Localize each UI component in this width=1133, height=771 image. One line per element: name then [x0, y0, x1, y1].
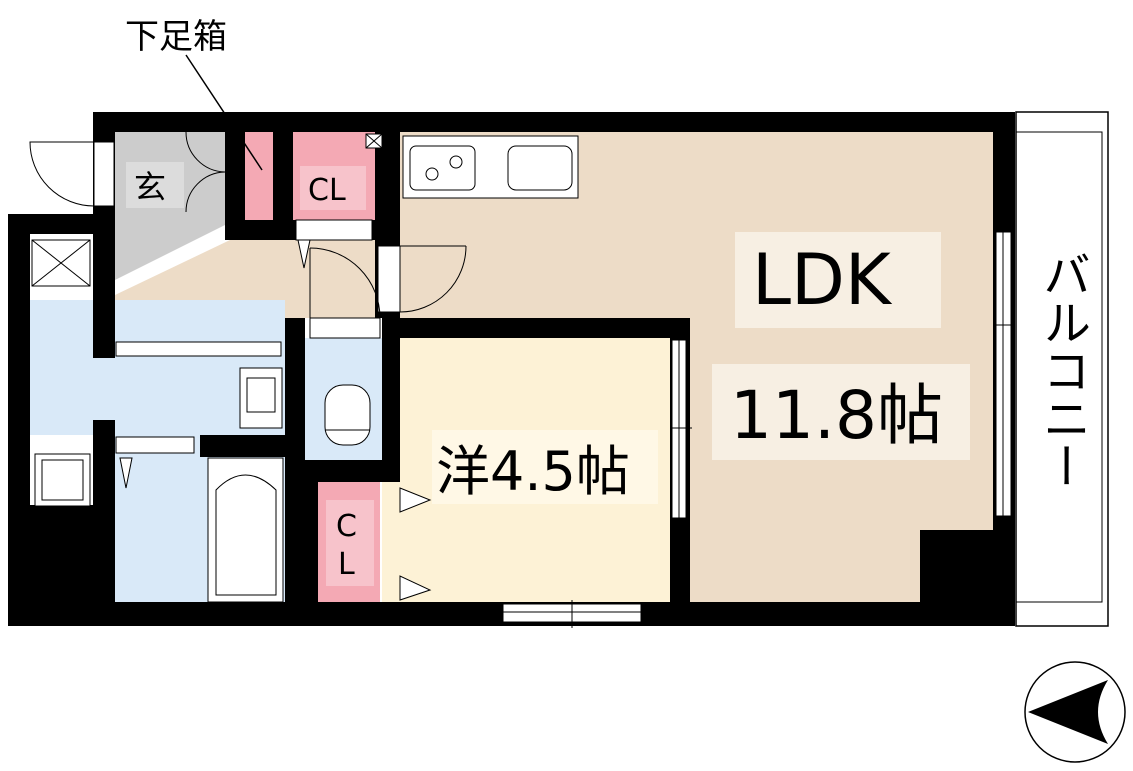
stove-icon — [409, 145, 476, 191]
closet-entrance-label: CL — [308, 173, 346, 208]
ldk-name-label: LDK — [752, 239, 893, 321]
kitchen-counter — [402, 135, 579, 199]
balcony — [1015, 111, 1109, 627]
western-room-label: 洋4.5帖 — [436, 440, 630, 503]
door-swings — [29, 131, 467, 319]
shoe-cabinet-annotation: 下足箱 — [125, 17, 227, 57]
closet-entrance-label-bg — [300, 166, 366, 210]
closet-room-label-bg — [326, 500, 374, 586]
openings — [93, 141, 1014, 628]
fixtures — [31, 133, 432, 603]
closet-room-label-c: C — [336, 509, 357, 544]
entrance-label-bg — [126, 162, 184, 208]
balcony-label: バルコニー — [1034, 250, 1090, 490]
toilet-icon — [324, 384, 371, 446]
compass-north-west-icon — [1024, 661, 1126, 763]
western-label-bg — [432, 430, 658, 504]
entrance-label: 玄 — [134, 168, 166, 206]
shoe-cabinet — [245, 132, 273, 220]
ldk-size-label: 11.8帖 — [730, 377, 943, 454]
bathtub-icon — [215, 474, 277, 596]
closet-room-label-l: L — [338, 547, 355, 582]
sink-icon — [507, 145, 573, 191]
ldk-size-label-bg — [712, 364, 970, 460]
shoe-cabinet-leader-line — [185, 54, 263, 171]
ldk-label-bg — [735, 232, 941, 328]
